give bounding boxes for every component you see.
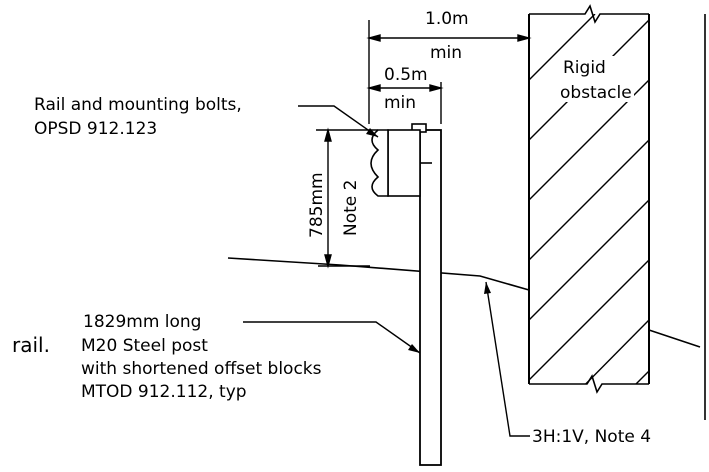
post-callout-line1: 1829mm long <box>83 312 201 332</box>
post-callout-line2: M20 Steel post <box>81 336 208 356</box>
steel-post <box>419 129 442 466</box>
obstacle-label-line1: Rigid <box>563 58 606 78</box>
dimension-2-bottom-label: min <box>384 93 416 113</box>
rail-callout-line1: Rail and mounting bolts, <box>34 95 242 115</box>
height-note-label: Note 2 <box>341 180 361 236</box>
dimension-1-top-label: 1.0m <box>425 9 469 29</box>
rail-callout-arrowhead <box>366 128 378 137</box>
rail-callout-line2: OPSD 912.123 <box>34 119 157 139</box>
obstacle-label-line2: obstacle <box>560 83 632 103</box>
dimension-offset-1 <box>366 20 532 124</box>
post-callout-leader <box>243 321 421 354</box>
post-callout-arrowhead <box>408 344 420 353</box>
rail-assembly <box>370 123 432 197</box>
post-callout-line4: MTOD 912.112, typ <box>81 382 247 402</box>
dimension-2-top-label: 0.5m <box>384 65 428 85</box>
ground-slope-line <box>227 257 530 291</box>
post-callout-line3: with shortened offset blocks <box>81 359 322 379</box>
rail-callout-leader <box>298 105 379 138</box>
slope-callout-label: 3H:1V, Note 4 <box>532 427 651 447</box>
slope-callout-leader <box>485 281 530 437</box>
ground-slope-line-right <box>648 329 701 348</box>
height-value-label: 785mm <box>307 172 327 238</box>
rigid-obstacle <box>528 4 650 394</box>
dimension-offset-2 <box>366 82 444 124</box>
dimension-1-bottom-label: min <box>430 43 462 63</box>
slope-callout-arrowhead <box>484 282 491 294</box>
side-text: rail. <box>12 333 50 357</box>
